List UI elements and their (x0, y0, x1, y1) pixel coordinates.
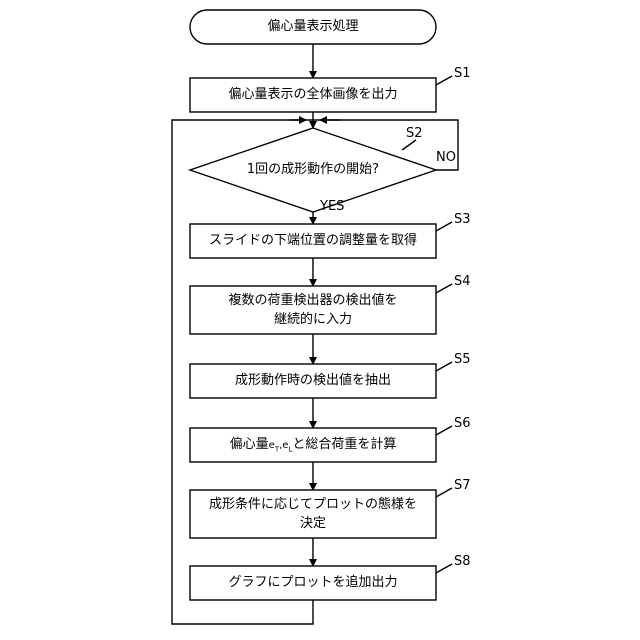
s1-text: 偏心量表示の全体画像を出力 (190, 87, 436, 103)
start-label: 偏心量表示処理 (190, 19, 436, 35)
s2-text: 1回の成形動作の開始? (190, 162, 436, 178)
s7-text-line2: 決定 (190, 516, 436, 532)
s6-step-label: S6 (454, 416, 471, 432)
s6-text-post: と総合荷重を計算 (292, 437, 396, 452)
s4-text-line2: 継続的に入力 (190, 312, 436, 328)
s7-text-line1: 成形条件に応じてプロットの態様を (190, 497, 436, 513)
s8-text: グラフにプロットを追加出力 (190, 575, 436, 591)
s7-step-label: S7 (454, 478, 471, 494)
s6-text: 偏心量eT,eLと総合荷重を計算 (190, 437, 436, 458)
s1-step-label: S1 (454, 66, 471, 82)
s5-text: 成形動作時の検出値を抽出 (190, 373, 436, 389)
s2-step-label: S2 (406, 126, 423, 142)
s3-step-label: S3 (454, 212, 471, 228)
s8-step-label: S8 (454, 554, 471, 570)
s3-text: スライドの下端位置の調整量を取得 (190, 233, 436, 249)
s2-yes-label: YES (320, 199, 344, 215)
s2-no-label: NO (436, 150, 456, 166)
s6-text-pre: 偏心量 (230, 437, 269, 452)
s4-text-line1: 複数の荷重検出器の検出値を (190, 293, 436, 309)
s5-step-label: S5 (454, 352, 471, 368)
s4-step-label: S4 (454, 274, 471, 290)
